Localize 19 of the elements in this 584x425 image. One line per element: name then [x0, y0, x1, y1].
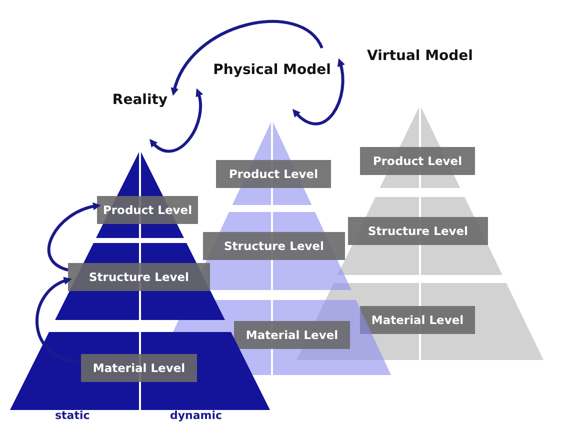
curved-arrow: [171, 20, 324, 96]
level-label: Material Level: [234, 321, 350, 349]
cycle-arrow: [149, 88, 203, 153]
pyramid-title: Virtual Model: [366, 48, 474, 64]
axis-label: dynamic: [170, 409, 222, 422]
level-label: Material Level: [360, 306, 475, 334]
level-label: Product Level: [97, 196, 198, 224]
curved-arrow: [36, 278, 82, 364]
level-label: Structure Level: [68, 263, 210, 291]
axis-label: static: [55, 409, 90, 422]
level-label: Product Level: [216, 160, 331, 188]
curved-arrow: [47, 202, 101, 272]
level-label: Structure Level: [348, 217, 488, 245]
level-label: Structure Level: [203, 232, 345, 260]
pyramid-title: Reality: [111, 92, 169, 108]
level-label: Product Level: [360, 147, 475, 175]
cycle-arrow: [292, 58, 345, 126]
level-label: Material Level: [81, 354, 197, 382]
pyramid-title: Physical Model: [212, 62, 332, 78]
